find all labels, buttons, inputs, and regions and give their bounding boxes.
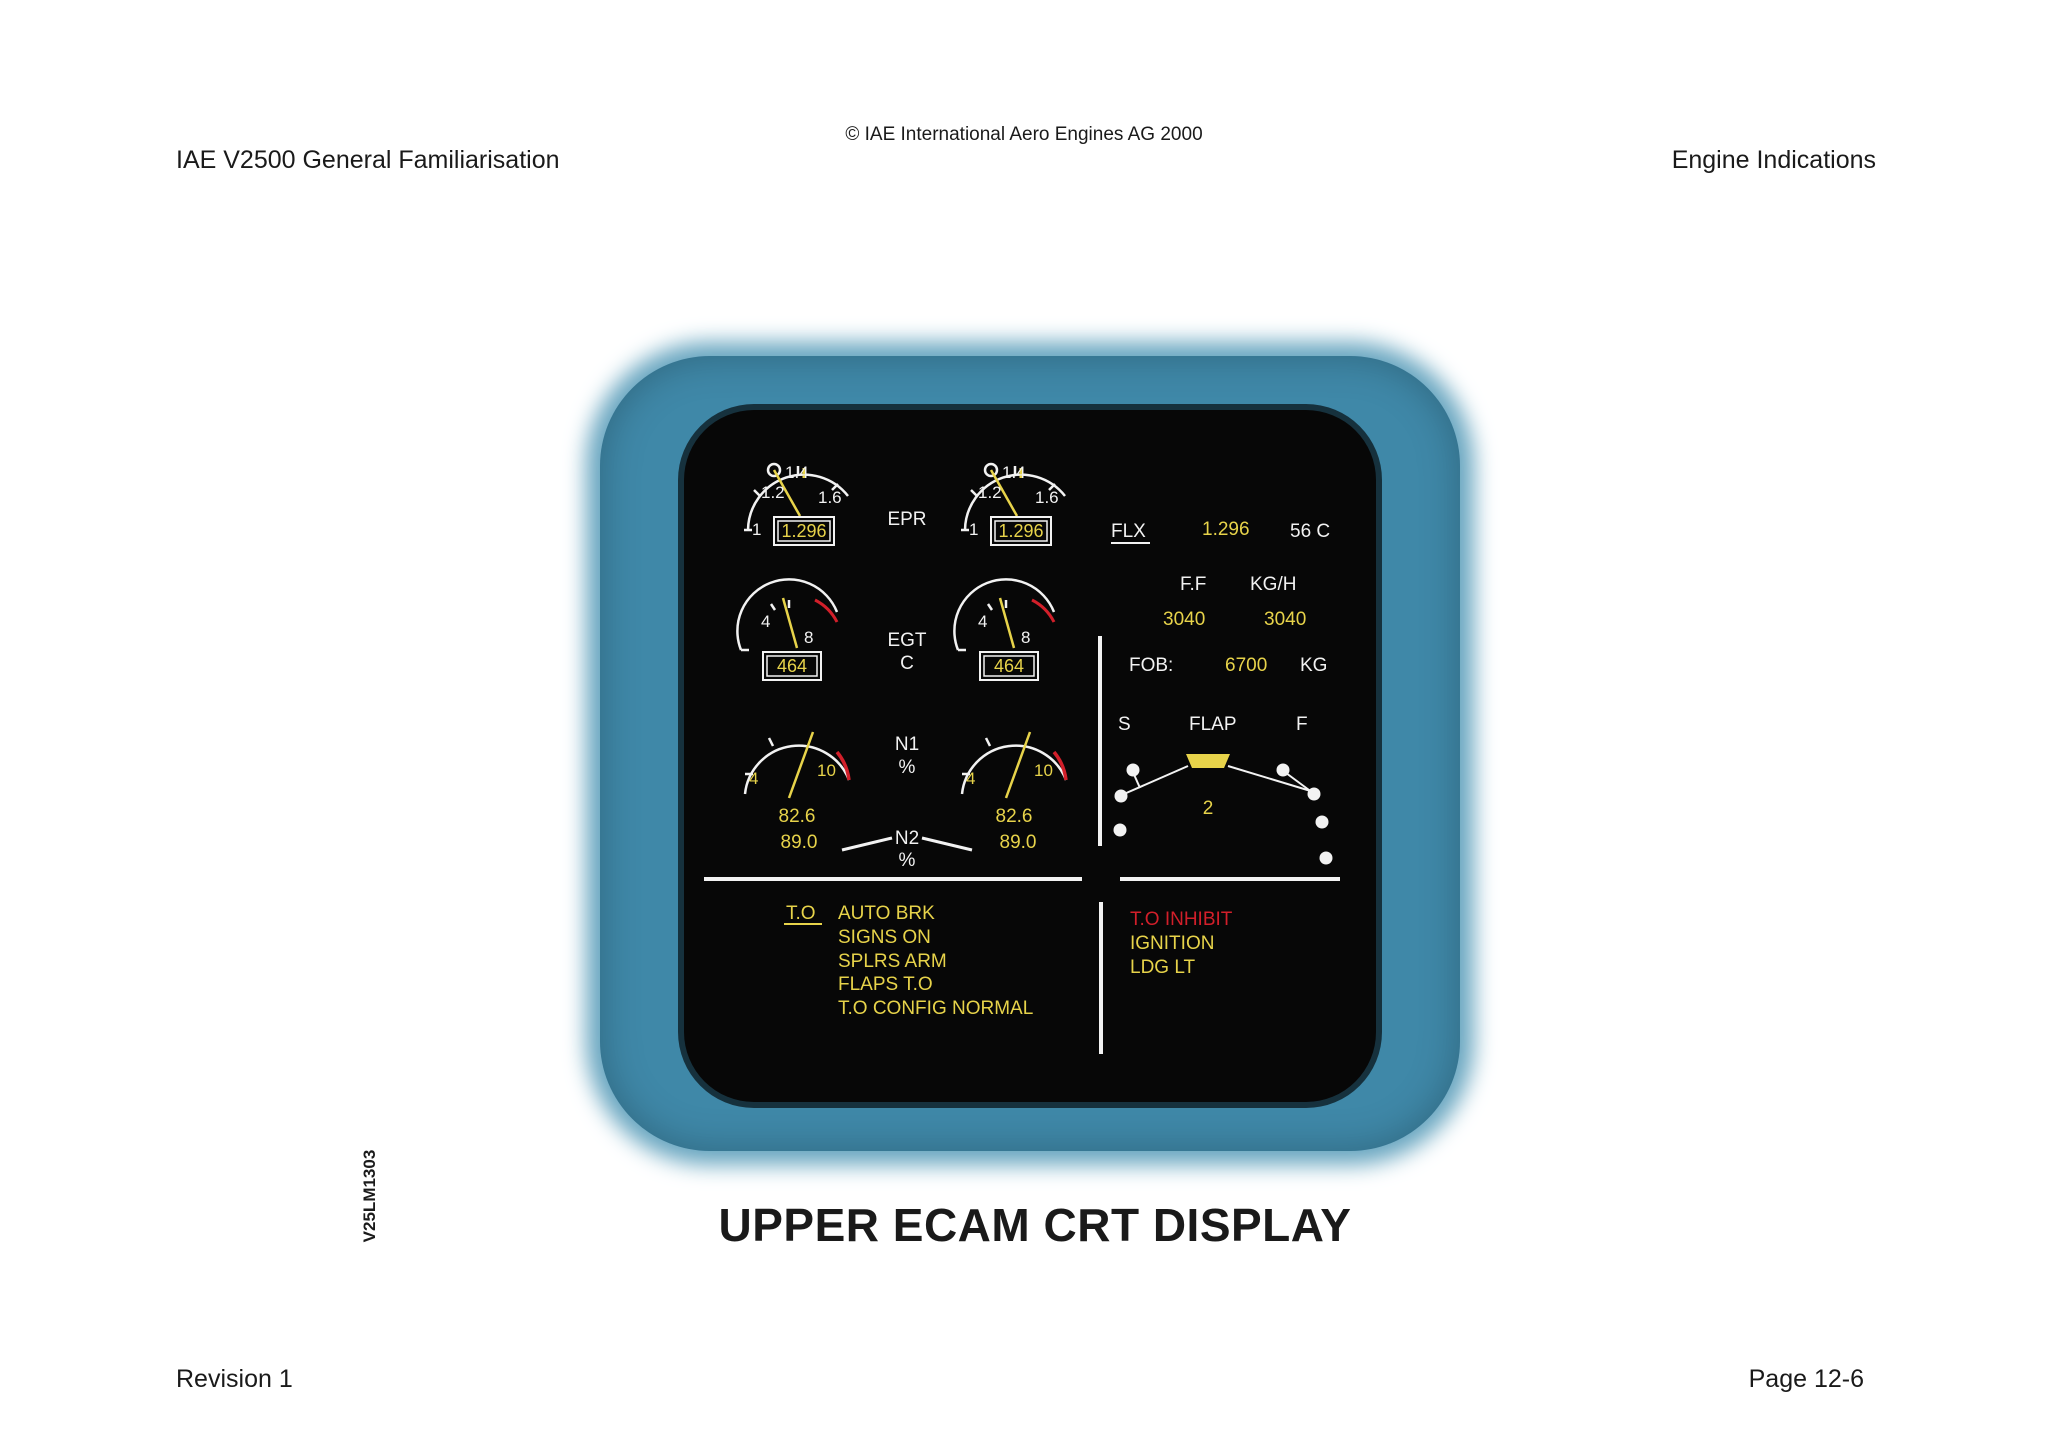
epr-gauge-engine1: 1 1.2 1.4 1.6 1.296 <box>744 462 849 546</box>
flx-label: FLX <box>1111 521 1146 542</box>
fuel-flow-engine1: 3040 <box>1163 609 1205 630</box>
document-title: IAE V2500 General Familiarisation <box>176 146 560 174</box>
memo-item: FLAPS T.O <box>838 974 933 995</box>
figure-caption: UPPER ECAM CRT DISPLAY <box>718 1199 1352 1251</box>
egt2-scale-8: 8 <box>1021 628 1030 647</box>
egt2-scale-4: 4 <box>978 612 987 631</box>
fuel-flow-unit: KG/H <box>1250 574 1296 595</box>
n1-gauge-engine2: 4 10 82.6 <box>960 731 1068 827</box>
epr2-scale-1-2: 1.2 <box>978 483 1002 502</box>
egt-unit-label: C <box>900 653 914 674</box>
flap-side-label: F <box>1296 714 1308 735</box>
memo-item: SPLRS ARM <box>838 951 947 972</box>
egt-scale-4: 4 <box>761 612 770 631</box>
epr-value-engine2: 1.296 <box>998 521 1043 541</box>
memo-title: T.O <box>786 903 816 924</box>
n1-gauge-engine1: 4 10 82.6 <box>743 731 851 827</box>
fob-unit: KG <box>1300 655 1327 676</box>
memo-item: SIGNS ON <box>838 927 931 948</box>
fuel-flow-engine2: 3040 <box>1264 609 1306 630</box>
flap-position: 2 <box>1203 798 1214 819</box>
epr2-scale-1-4: 1.4 <box>1002 463 1026 482</box>
egt-label: EGT <box>887 630 926 651</box>
n1b-scale-10: 10 <box>1034 761 1053 780</box>
memo-right: T.O INHIBIT IGNITION LDG LT <box>1130 909 1233 978</box>
flap-label: FLAP <box>1189 714 1237 735</box>
ecam-display: 1 1.2 1.4 1.6 1.296 1 1.2 1.4 1.6 1.296 … <box>704 462 1340 1054</box>
fob-value: 6700 <box>1225 655 1267 676</box>
n1b-scale-4: 4 <box>966 769 975 788</box>
egt-gauge-engine1: 4 8 464 <box>736 578 839 681</box>
slat-label: S <box>1118 714 1131 735</box>
epr2-scale-1: 1 <box>969 520 978 539</box>
epr-value-engine1: 1.296 <box>781 521 826 541</box>
n1-unit-label: % <box>899 757 916 778</box>
flx-temperature: 56 C <box>1290 521 1330 542</box>
revision-label: Revision 1 <box>176 1365 293 1393</box>
memo-item: AUTO BRK <box>838 903 935 924</box>
memo-item: IGNITION <box>1130 933 1214 954</box>
to-inhibit: T.O INHIBIT <box>1130 909 1233 930</box>
epr-scale-1-2: 1.2 <box>761 483 785 502</box>
fob-label: FOB: <box>1129 655 1173 676</box>
n2-value-engine1: 89.0 <box>781 832 818 853</box>
epr2-scale-1-6: 1.6 <box>1035 488 1059 507</box>
n2-label: N2 <box>895 828 919 849</box>
epr-scale-1-6: 1.6 <box>818 488 842 507</box>
egt-value-engine2: 464 <box>994 656 1024 676</box>
n2-bracket-left <box>841 836 893 852</box>
memo-left: T.O AUTO BRK SIGNS ON SPLRS ARM FLAPS T.… <box>784 903 1033 1019</box>
ecam-screen: 1 1.2 1.4 1.6 1.296 1 1.2 1.4 1.6 1.296 … <box>684 410 1376 1102</box>
egt-gauge-engine2: 4 8 464 <box>953 578 1056 681</box>
n1-scale-10: 10 <box>817 761 836 780</box>
n1-scale-4: 4 <box>749 769 758 788</box>
flx-epr-value: 1.296 <box>1202 519 1250 540</box>
copyright-notice: © IAE International Aero Engines AG 2000 <box>845 124 1203 145</box>
fuel-flow-label: F.F <box>1180 574 1206 595</box>
memo-item: LDG LT <box>1130 957 1196 978</box>
flap-slat-indicator: S FLAP F 2 <box>1113 714 1333 865</box>
memo-item: T.O CONFIG NORMAL <box>838 998 1033 1019</box>
n1-value-engine2: 82.6 <box>996 806 1033 827</box>
epr-scale-1-4: 1.4 <box>785 463 809 482</box>
n1-value-engine1: 82.6 <box>779 806 816 827</box>
epr-label: EPR <box>887 509 926 530</box>
n1-label: N1 <box>895 734 919 755</box>
egt-scale-8: 8 <box>804 628 813 647</box>
n2-unit-label: % <box>899 850 916 871</box>
page-number: Page 12-6 <box>1748 1365 1864 1393</box>
egt-value-engine1: 464 <box>777 656 807 676</box>
epr-gauge-engine2: 1 1.2 1.4 1.6 1.296 <box>961 462 1066 546</box>
epr-scale-1: 1 <box>752 520 761 539</box>
wing-symbol <box>1186 754 1230 768</box>
section-title: Engine Indications <box>1671 146 1876 174</box>
n2-bracket-right <box>921 836 973 852</box>
n2-value-engine2: 89.0 <box>1000 832 1037 853</box>
